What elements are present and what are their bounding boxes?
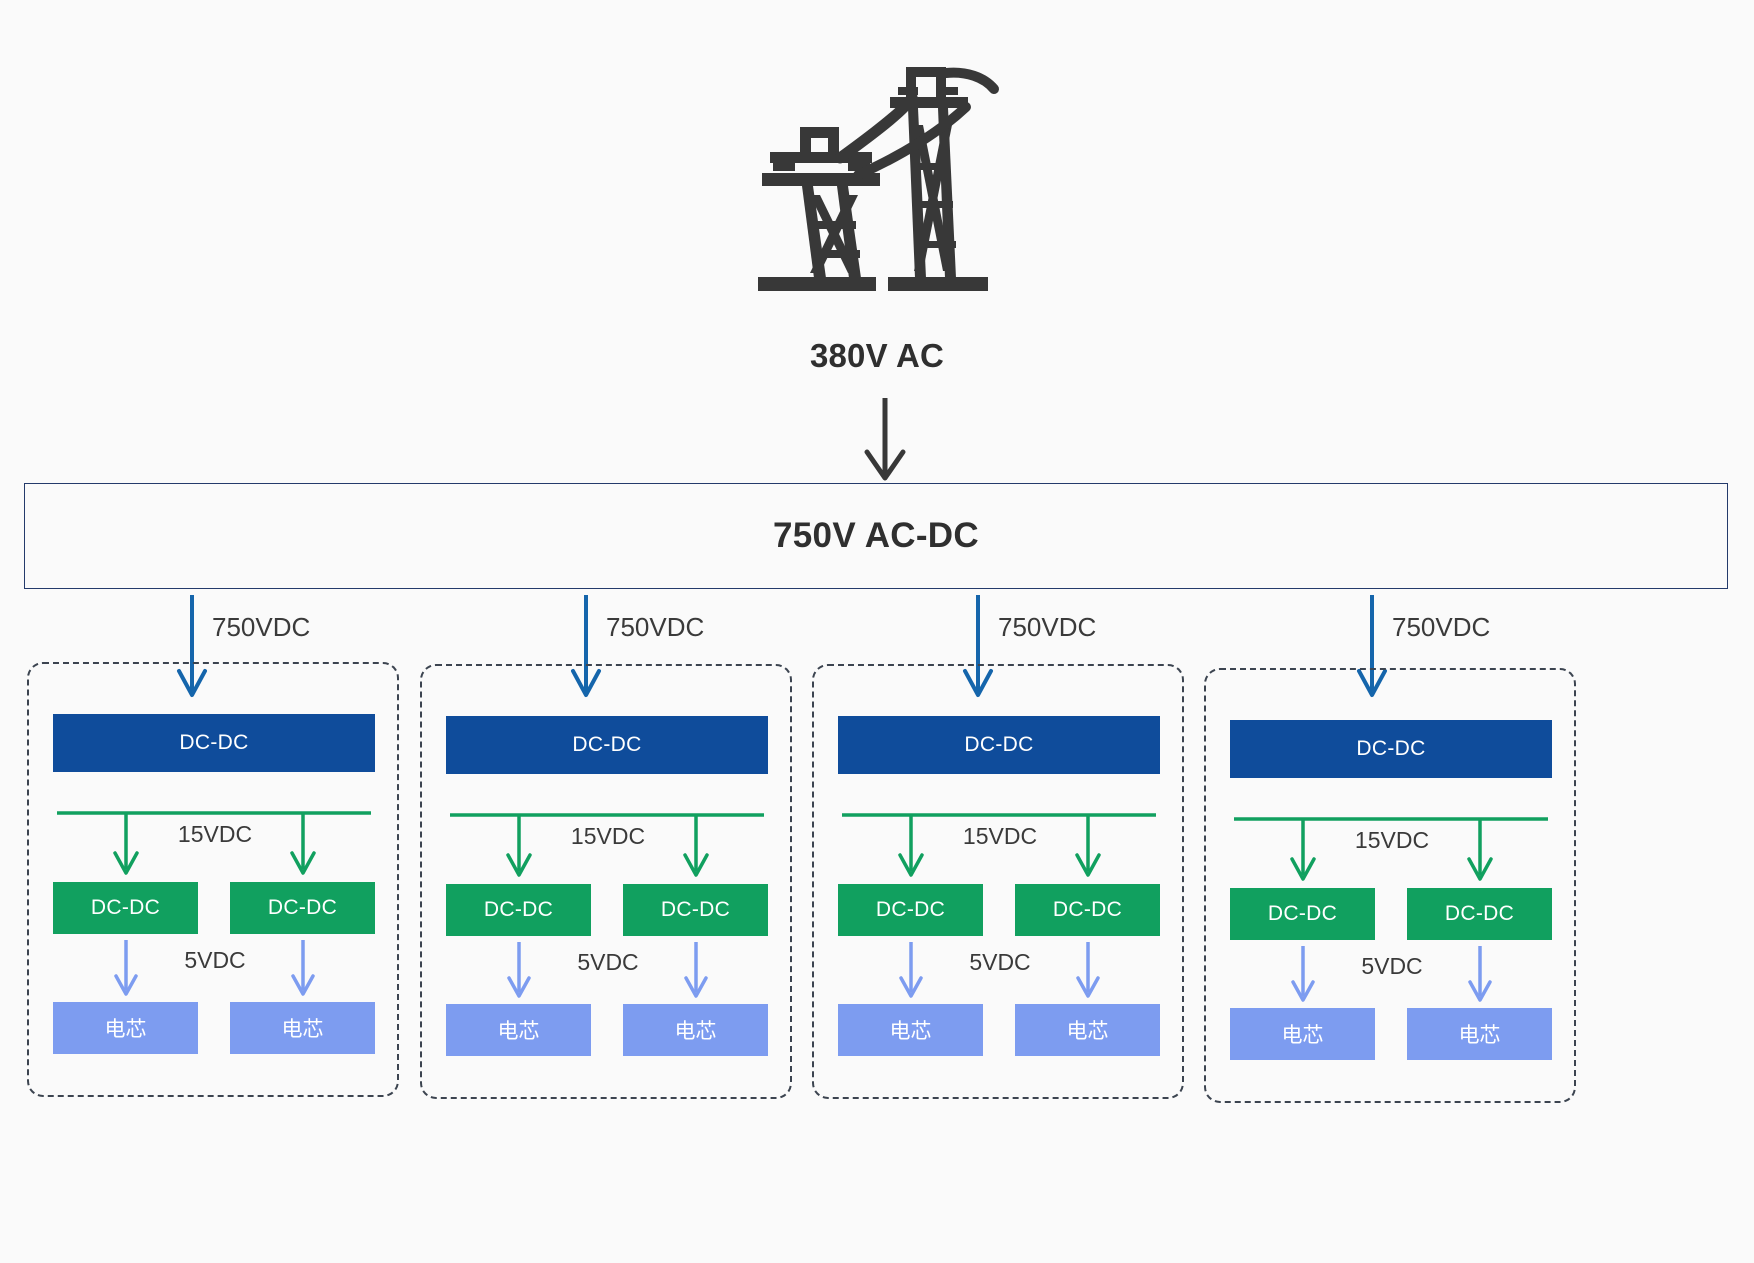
secondary-dcdc-1-label-group-1: DC-DC xyxy=(90,896,161,919)
feed-label-group-3: 750VDC xyxy=(998,612,1097,642)
cell-2-group-2[interactable]: 电芯 xyxy=(623,1004,768,1056)
secondary-dcdc-2-label-group-4: DC-DC xyxy=(1444,902,1515,925)
cell-feed-arrows-group-2 xyxy=(446,940,768,1002)
cell-1-group-4[interactable]: 电芯 xyxy=(1230,1008,1375,1060)
feed-arrow-group-2: 750VDC xyxy=(570,595,830,705)
secondary-dcdc-2-label-group-3: DC-DC xyxy=(1052,898,1123,921)
cell-1-group-3[interactable]: 电芯 xyxy=(838,1004,983,1056)
feed-label-group-2: 750VDC xyxy=(606,612,705,642)
primary-dcdc-label-group-2: DC-DC xyxy=(572,733,642,756)
bus-label-group-1: 15VDC xyxy=(177,821,253,847)
acdc-converter-bar[interactable]: 750V AC-DC xyxy=(24,483,1728,589)
source-voltage-label: 380V AC xyxy=(809,337,945,374)
cell-2-label-group-4: 电芯 xyxy=(1458,1024,1501,1047)
cell-2-group-4[interactable]: 电芯 xyxy=(1407,1008,1552,1060)
primary-dcdc-group-1[interactable]: DC-DC xyxy=(53,714,375,772)
bus-label-group-3: 15VDC xyxy=(962,823,1038,849)
primary-dcdc-group-2[interactable]: DC-DC xyxy=(446,716,768,774)
cell-feed-arrows-group-4 xyxy=(1230,944,1552,1006)
cell-1-label-group-4: 电芯 xyxy=(1281,1024,1324,1047)
cell-2-label-group-2: 电芯 xyxy=(674,1020,717,1043)
primary-dcdc-group-4[interactable]: DC-DC xyxy=(1230,720,1552,778)
secondary-dcdc-2-group-3[interactable]: DC-DC xyxy=(1015,884,1160,936)
secondary-dcdc-1-group-3[interactable]: DC-DC xyxy=(838,884,983,936)
cell-feed-arrows-group-3 xyxy=(838,940,1160,1002)
secondary-dcdc-1-group-2[interactable]: DC-DC xyxy=(446,884,591,936)
feed-arrow-group-1: 750VDC xyxy=(176,595,436,705)
secondary-dcdc-1-group-4[interactable]: DC-DC xyxy=(1230,888,1375,940)
primary-dcdc-label-group-1: DC-DC xyxy=(179,731,249,754)
secondary-dcdc-2-group-1[interactable]: DC-DC xyxy=(230,882,375,934)
secondary-dcdc-2-label-group-2: DC-DC xyxy=(660,898,731,921)
power-group-2[interactable]: DC-DC 15VDC DC-DC DC-DC xyxy=(420,664,792,1099)
feed-arrow-group-3: 750VDC xyxy=(962,595,1222,705)
bus-15vdc-group-1 xyxy=(53,809,375,879)
cell-2-group-3[interactable]: 电芯 xyxy=(1015,1004,1160,1056)
secondary-dcdc-2-group-4[interactable]: DC-DC xyxy=(1407,888,1552,940)
primary-dcdc-group-3[interactable]: DC-DC xyxy=(838,716,1160,774)
cell-label-group-4: 5VDC xyxy=(1361,953,1423,979)
cell-feed-arrows-group-1 xyxy=(53,938,375,1000)
cell-2-label-group-1: 电芯 xyxy=(281,1018,324,1041)
primary-dcdc-label-group-4: DC-DC xyxy=(1356,737,1426,760)
bus-15vdc-group-2 xyxy=(446,811,768,881)
power-group-4[interactable]: DC-DC 15VDC DC-DC DC-DC xyxy=(1204,668,1576,1103)
cell-1-label-group-1: 电芯 xyxy=(104,1018,147,1041)
cell-1-label-group-3: 电芯 xyxy=(889,1020,932,1043)
bus-15vdc-group-4 xyxy=(1230,815,1552,885)
secondary-dcdc-1-group-1[interactable]: DC-DC xyxy=(53,882,198,934)
secondary-dcdc-1-label-group-2: DC-DC xyxy=(483,898,554,921)
feed-label-group-1: 750VDC xyxy=(212,612,311,642)
power-group-1[interactable]: DC-DC 15VDC DC-DC DC-DC xyxy=(27,662,399,1097)
feed-arrow-group-4: 750VDC xyxy=(1356,595,1616,705)
source-to-acdc-arrow xyxy=(855,398,915,486)
cell-1-label-group-2: 电芯 xyxy=(497,1020,540,1043)
bus-label-group-2: 15VDC xyxy=(570,823,646,849)
power-group-3[interactable]: DC-DC 15VDC DC-DC DC-DC xyxy=(812,664,1184,1099)
secondary-dcdc-2-group-2[interactable]: DC-DC xyxy=(623,884,768,936)
cell-label-group-2: 5VDC xyxy=(577,949,639,975)
bus-15vdc-group-3 xyxy=(838,811,1160,881)
secondary-dcdc-2-label-group-1: DC-DC xyxy=(267,896,338,919)
acdc-converter-label: 750V AC-DC xyxy=(773,516,979,555)
cell-2-group-1[interactable]: 电芯 xyxy=(230,1002,375,1054)
cell-1-group-1[interactable]: 电芯 xyxy=(53,1002,198,1054)
transmission-tower-icon xyxy=(740,45,1010,295)
secondary-dcdc-1-label-group-4: DC-DC xyxy=(1267,902,1338,925)
primary-dcdc-label-group-3: DC-DC xyxy=(964,733,1034,756)
cell-label-group-1: 5VDC xyxy=(184,947,246,973)
bus-label-group-4: 15VDC xyxy=(1354,827,1430,853)
cell-2-label-group-3: 电芯 xyxy=(1066,1020,1109,1043)
cell-1-group-2[interactable]: 电芯 xyxy=(446,1004,591,1056)
secondary-dcdc-1-label-group-3: DC-DC xyxy=(875,898,946,921)
cell-label-group-3: 5VDC xyxy=(969,949,1031,975)
feed-label-group-4: 750VDC xyxy=(1392,612,1491,642)
